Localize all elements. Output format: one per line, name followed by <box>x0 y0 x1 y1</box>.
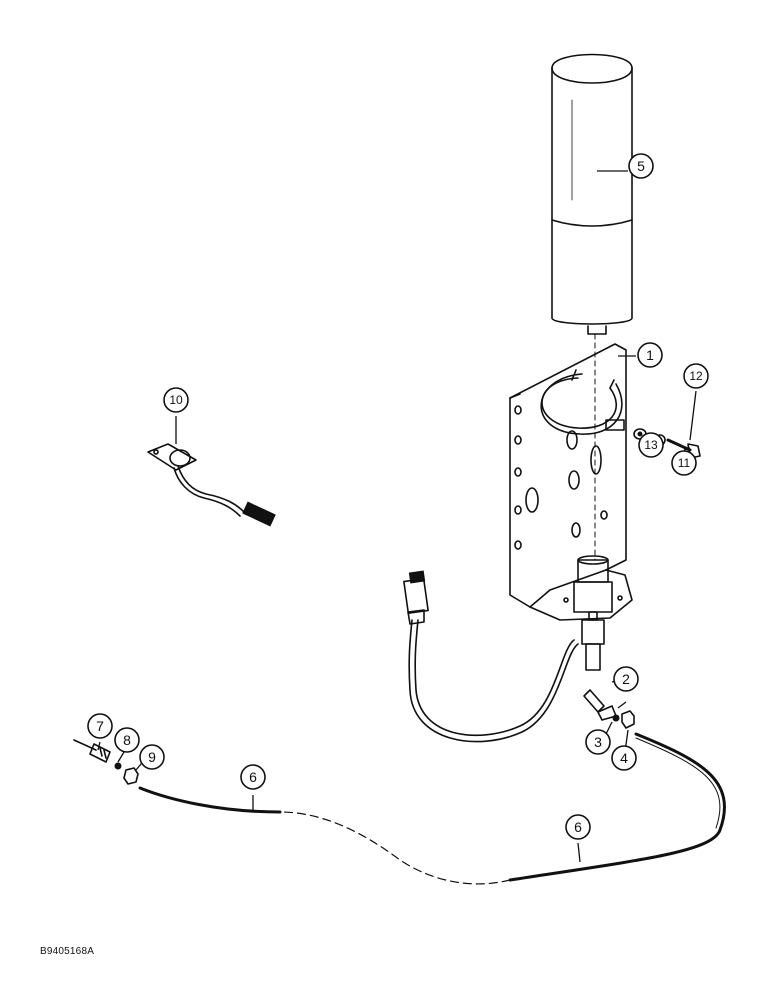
callout-2: 2 <box>613 666 639 692</box>
fitting-nut <box>123 767 139 785</box>
callout-5: 5 <box>628 153 654 179</box>
receiver-drier-canister <box>551 53 633 561</box>
callout-9-label: 9 <box>148 749 156 765</box>
callout-13: 13 <box>638 432 664 458</box>
callout-12: 12 <box>683 363 709 389</box>
callout-10-label: 10 <box>169 393 183 407</box>
callout-11: 11 <box>671 450 697 476</box>
callout-12-label: 12 <box>689 369 703 383</box>
pressure-switch-fitting <box>563 555 623 671</box>
callout-11-label: 11 <box>678 456 691 470</box>
elbow-fitting <box>583 689 617 721</box>
switch-wire-harness <box>403 570 579 743</box>
tube-nut <box>621 710 635 729</box>
callout-2-label: 2 <box>622 671 630 687</box>
sealing-washer <box>114 762 122 770</box>
callout-8-label: 8 <box>123 732 131 748</box>
callout-6-right-label: 6 <box>574 819 582 835</box>
callout-3-label: 3 <box>594 734 602 750</box>
callout-6-right: 6 <box>565 814 591 840</box>
canister-clamp <box>540 369 625 435</box>
callout-6-left-label: 6 <box>249 769 257 785</box>
callout-9: 9 <box>139 744 165 770</box>
callout-4: 4 <box>611 745 637 771</box>
callout-4-label: 4 <box>620 750 628 766</box>
callout-5-label: 5 <box>637 158 645 174</box>
callout-7-label: 7 <box>96 718 104 734</box>
callout-1: 1 <box>637 342 663 368</box>
refrigerant-tube <box>138 732 726 885</box>
callout-6-left: 6 <box>240 764 266 790</box>
temperature-switch-harness <box>147 443 276 527</box>
callout-1-label: 1 <box>646 347 654 363</box>
callout-13-label: 13 <box>644 438 658 452</box>
callout-10: 10 <box>163 387 189 413</box>
callout-8: 8 <box>114 727 140 753</box>
callout-7: 7 <box>87 713 113 739</box>
mounting-bracket <box>509 343 633 621</box>
sensor-fitting <box>73 739 111 763</box>
ferrule <box>612 714 620 722</box>
figure-id: B9405168A <box>40 946 95 957</box>
callout-3: 3 <box>585 729 611 755</box>
